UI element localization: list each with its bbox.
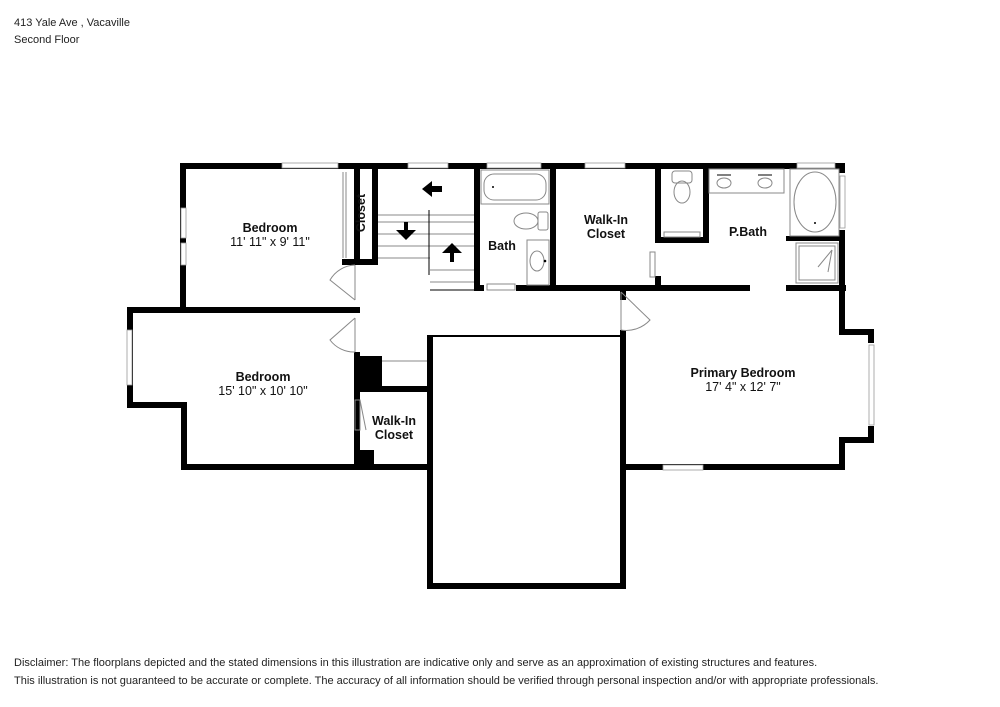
room-bedroom-2: Bedroom 15' 10" x 10' 10": [218, 370, 307, 398]
room-walk-in-closet-2: Walk-In Closet: [372, 414, 416, 442]
disclaimer-line-1: Disclaimer: The floorplans depicted and …: [14, 657, 818, 669]
room-pbath: P.Bath: [729, 225, 767, 239]
door-icon: [486, 231, 701, 291]
shower-icon: [795, 242, 839, 284]
room-dimensions: 15' 10" x 10' 10": [218, 384, 307, 398]
floor-label: Second Floor: [14, 34, 80, 46]
room-primary-bedroom: Primary Bedroom 17' 4" x 12' 7": [691, 366, 796, 394]
room-name: Closet: [354, 193, 368, 232]
door-icon: [354, 399, 367, 431]
room-name: P.Bath: [729, 225, 767, 239]
room-dimensions: 17' 4" x 12' 7": [705, 380, 781, 394]
address-label: 413 Yale Ave , Vacaville: [14, 17, 130, 29]
room-name: Bath: [488, 239, 516, 253]
room-name: Primary Bedroom: [691, 366, 796, 380]
windows: [126, 162, 875, 471]
room-name-line2: Closet: [375, 428, 414, 442]
bathtub-icon: [480, 169, 550, 205]
room-closet: Closet: [354, 193, 368, 232]
room-dimensions: 11' 11" x 9' 11": [230, 235, 310, 249]
disclaimer-line-2: This illustration is not guaranteed to b…: [14, 675, 879, 687]
room-name-line1: Walk-In: [584, 213, 628, 227]
room-name-line2: Closet: [587, 227, 626, 241]
room-bath: Bath: [488, 239, 516, 253]
closet-door-icon: [342, 172, 347, 258]
door-icon: [329, 264, 356, 301]
room-walk-in-closet-1: Walk-In Closet: [584, 213, 628, 241]
bathtub-icon: [789, 168, 840, 237]
stairs-icon: [378, 181, 474, 291]
door-icon: [329, 317, 356, 353]
toilet-icon: [513, 211, 549, 231]
sink-icon: [526, 239, 550, 286]
room-name: Bedroom: [236, 370, 291, 384]
vanity-sink-icon: [708, 168, 785, 194]
room-name: Bedroom: [243, 221, 298, 235]
door-icon: [620, 291, 651, 331]
door-icon: [649, 251, 656, 278]
room-bedroom-1: Bedroom 11' 11" x 9' 11": [230, 221, 310, 249]
room-name-line1: Walk-In: [372, 414, 416, 428]
toilet-icon: [671, 170, 693, 204]
